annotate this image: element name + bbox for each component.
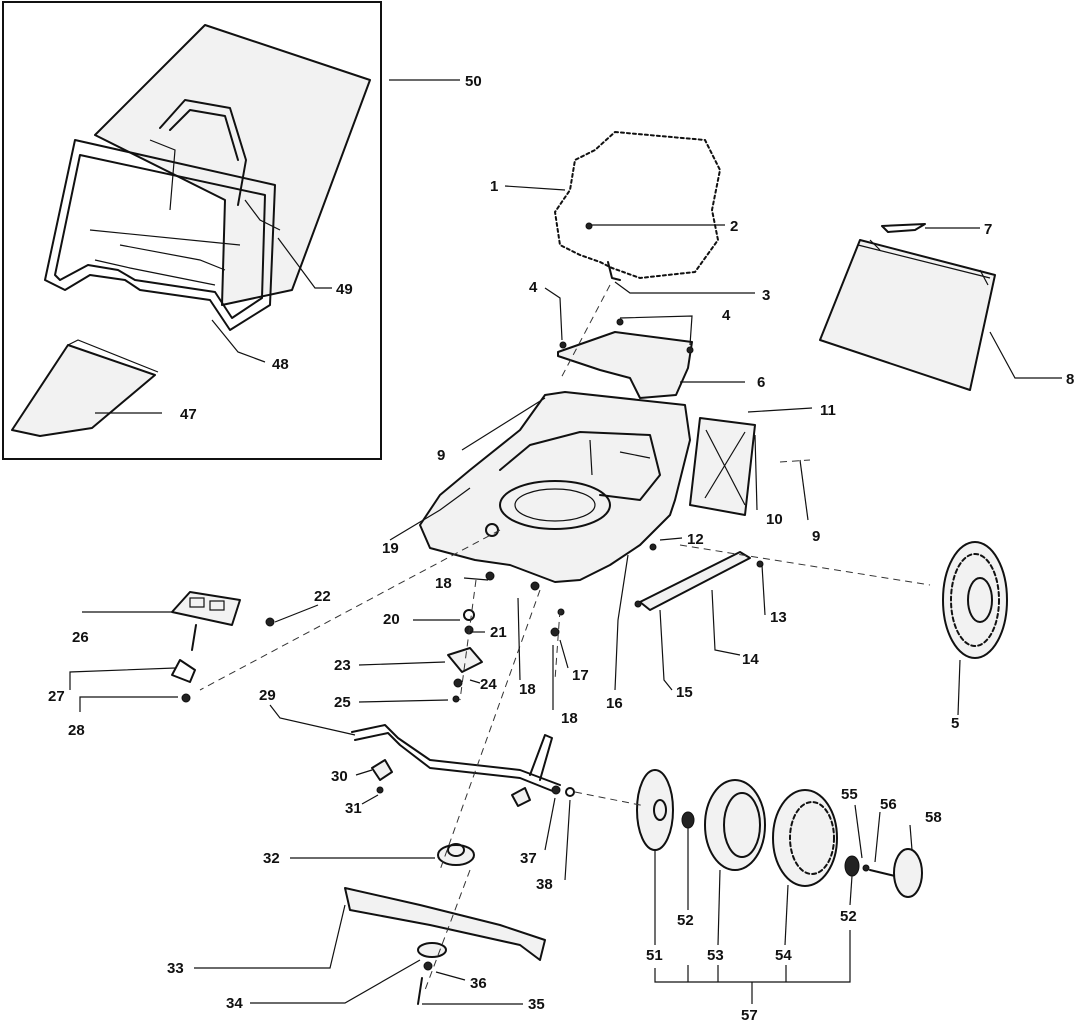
assembly-lines [199, 284, 931, 991]
callout-10: 10 [766, 511, 783, 528]
callout-25: 25 [334, 694, 351, 711]
callout-15: 15 [676, 684, 693, 701]
callout-37: 37 [520, 850, 537, 867]
callout-16: 16 [606, 695, 623, 712]
callout-12: 12 [687, 531, 704, 548]
callout-48: 48 [272, 356, 289, 373]
callout-17: 17 [572, 667, 589, 684]
callout-28: 28 [68, 722, 85, 739]
rear-axle [351, 724, 575, 807]
blade-assembly [344, 843, 546, 1005]
callout-labels: 1 2 3 4 4 5 6 7 8 9 9 10 11 12 13 14 15 … [48, 73, 1074, 1024]
callout-8: 8 [1066, 371, 1074, 388]
callout-52: 52 [840, 908, 857, 925]
engine [554, 131, 721, 281]
callout-56: 56 [880, 796, 897, 813]
callout-19: 19 [382, 540, 399, 557]
callout-50: 50 [465, 73, 482, 90]
callout-24: 24 [480, 676, 497, 693]
callout-54: 54 [775, 947, 792, 964]
callout-22: 22 [314, 588, 331, 605]
callout-57: 57 [741, 1007, 758, 1024]
callout-31: 31 [345, 800, 362, 817]
callout-14: 14 [742, 651, 759, 668]
callout-32: 32 [263, 850, 280, 867]
front-wheel [942, 541, 1008, 659]
callout-6: 6 [757, 374, 765, 391]
callout-52: 52 [677, 912, 694, 929]
callout-36: 36 [470, 975, 487, 992]
callout-2: 2 [730, 218, 738, 235]
callout-1: 1 [490, 178, 498, 195]
callout-21: 21 [490, 624, 507, 641]
callout-27: 27 [48, 688, 65, 705]
callout-11: 11 [820, 402, 836, 419]
callout-7: 7 [984, 221, 992, 238]
callout-26: 26 [72, 629, 89, 646]
callout-58: 58 [925, 809, 942, 826]
callout-9: 9 [812, 528, 820, 545]
axle-bar [634, 551, 764, 611]
callout-20: 20 [383, 611, 400, 628]
callout-3: 3 [762, 287, 770, 304]
callout-9: 9 [437, 447, 445, 464]
callout-23: 23 [334, 657, 351, 674]
discharge-chute [11, 344, 156, 437]
bracket [557, 318, 694, 399]
grass-bag [94, 24, 371, 306]
callout-18: 18 [561, 710, 578, 727]
callout-18: 18 [435, 575, 452, 592]
rear-wheel-assembly [636, 769, 923, 898]
callout-5: 5 [951, 715, 959, 732]
callout-53: 53 [707, 947, 724, 964]
callout-55: 55 [841, 786, 858, 803]
callout-38: 38 [536, 876, 553, 893]
callout-33: 33 [167, 960, 184, 977]
leader-lines [69, 79, 1062, 1005]
callout-4: 4 [722, 307, 731, 324]
grass-catcher-inset [2, 1, 382, 460]
height-adjuster [171, 591, 241, 703]
callout-34: 34 [226, 995, 243, 1012]
callout-35: 35 [528, 996, 545, 1013]
callout-13: 13 [770, 609, 787, 626]
callout-29: 29 [259, 687, 276, 704]
callout-47: 47 [180, 406, 197, 423]
callout-51: 51 [646, 947, 663, 964]
bag-frame [44, 139, 276, 331]
callout-4: 4 [529, 279, 538, 296]
callout-49: 49 [336, 281, 353, 298]
rear-flap [819, 223, 996, 391]
callout-30: 30 [331, 768, 348, 785]
callout-18: 18 [519, 681, 536, 698]
mower-deck [419, 391, 756, 591]
